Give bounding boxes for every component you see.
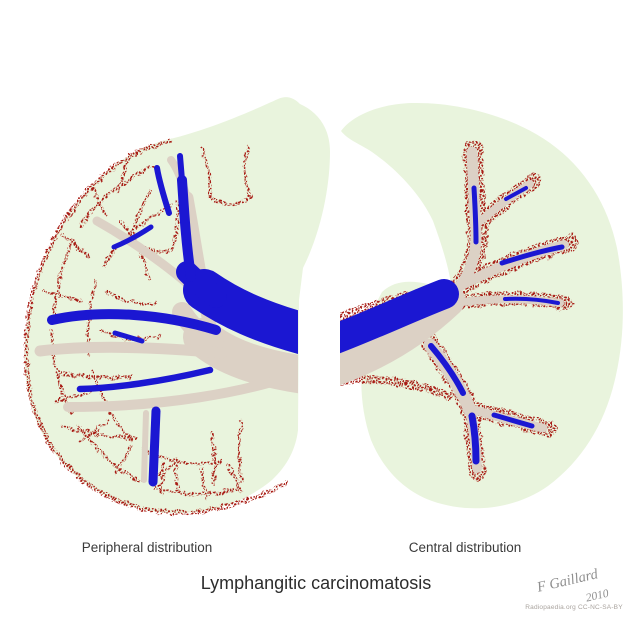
right-lung — [340, 102, 623, 509]
left-lung — [23, 97, 330, 515]
right-pulmonary-vessels — [340, 185, 565, 465]
pleural-border-stipple — [23, 138, 290, 515]
left-pulmonary-vessels — [47, 153, 298, 487]
license-line: Radiopaedia.org CC-NC-SA-BY — [525, 604, 623, 611]
left-panel-label: Peripheral distribution — [82, 540, 213, 555]
figure-title: Lymphangitic carcinomatosis — [201, 573, 431, 593]
right-main-vessel — [340, 279, 459, 354]
right-hilar-structures — [340, 140, 579, 481]
right-panel-label: Central distribution — [409, 540, 522, 555]
signature-year: 2010 — [585, 588, 610, 605]
